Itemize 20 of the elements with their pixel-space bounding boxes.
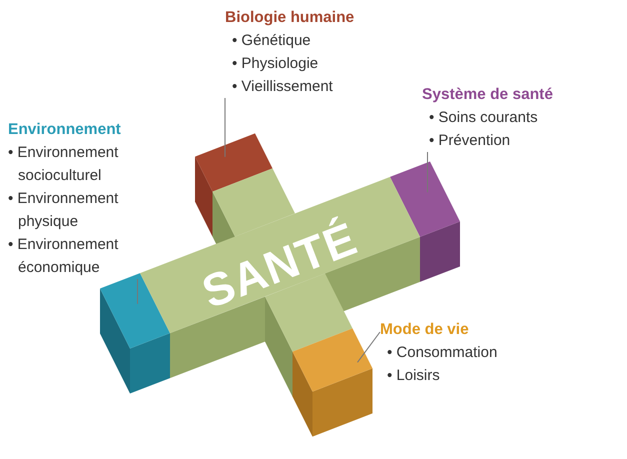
bullet-item: • Loisirs [386,366,441,386]
bullet-item: • Environnement socioculturel [8,143,120,186]
bullet-item: • Vieillissement [231,77,334,97]
leader-line [224,98,226,158]
bullet-item: • Physiologie [231,54,320,74]
category-heading: Mode de vie [380,320,470,340]
bullet-item: • Prévention [428,131,512,151]
bullet-item: • Génétique [231,31,312,51]
leader-line [137,278,138,304]
bullet-item: • Consommation [386,343,498,363]
category-heading: Biologie humaine [225,8,356,28]
block-end [100,273,170,394]
block-end [390,162,460,282]
leader-line [357,332,380,363]
block-end [292,328,372,437]
bullet-item: • Environnement physique [8,189,120,232]
bullet-item: • Soins courants [428,108,539,128]
category-heading: Système de santé [422,85,554,105]
bullet-item: • Environnement économique [8,235,120,278]
category-heading: Environnement [8,120,122,140]
